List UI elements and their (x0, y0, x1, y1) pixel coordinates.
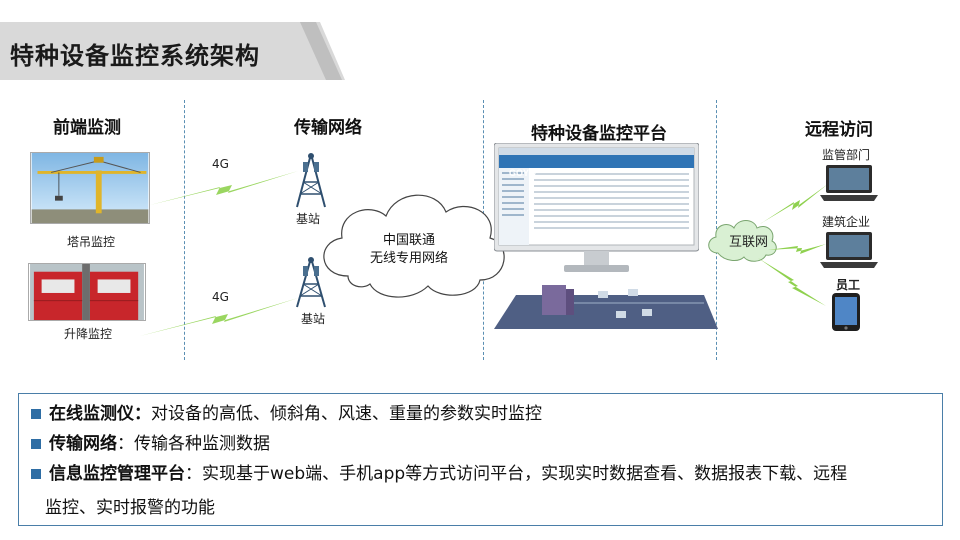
app-logo: GOYO (509, 168, 537, 178)
page-title: 特种设备监控系统架构 (10, 42, 260, 70)
network-cloud-icon (323, 194, 505, 298)
crane-monitor-label: 塔吊监控 (67, 235, 116, 249)
info-item-text: 对设备的高低、倾斜角、风速、重量的参数实时监控 (151, 404, 542, 424)
base-station-label: 基站 (296, 212, 321, 226)
info-item-text: 传输各种监测数据 (134, 434, 270, 454)
column-heading-frontend: 前端监测 (53, 118, 121, 138)
client-label-regulator: 监管部门 (822, 148, 871, 162)
info-item-title: 传输网络 (49, 434, 117, 454)
signal-label-4g: 4G (212, 290, 229, 304)
internet-link-bolt (760, 184, 828, 224)
bullet-marker (31, 469, 41, 479)
tower-icon (296, 153, 326, 208)
wireless-signal-bolt (140, 298, 298, 336)
info-item-separator: ： (185, 464, 202, 484)
network-name: 无线专用网络 (369, 251, 448, 266)
client-label-enterprise: 建筑企业 (822, 215, 871, 229)
bullet-marker (31, 409, 41, 419)
client-label-staff: 员工 (836, 278, 861, 292)
internet-cloud-icon (708, 220, 777, 262)
info-item-text: 实现基于web端、手机app等方式访问平台，实现实时数据查看、数据报表下载、远程 (202, 464, 848, 484)
info-item: 传输网络：传输各种监测数据 (49, 429, 270, 454)
smartphone-icon (832, 293, 860, 331)
info-item-title: 在线监测仪 (49, 404, 134, 424)
info-item-separator: ： (134, 404, 151, 424)
column-heading-platform: 特种设备监控平台 (531, 124, 667, 144)
cloud-label: 中国联通 无线专用网络 (350, 232, 468, 268)
info-item-title: 信息监控管理平台 (49, 464, 185, 484)
info-item-continuation: 监控、实时报警的功能 (45, 498, 215, 518)
crane-photo (30, 152, 150, 224)
carrier-name: 中国联通 (382, 233, 435, 248)
internet-link-bolt (768, 244, 826, 254)
bullet-marker (31, 439, 41, 449)
divider-line (184, 100, 185, 360)
laptop-icon (820, 232, 878, 268)
internet-label: 互联网 (729, 235, 769, 250)
info-panel: 在线监测仪：对设备的高低、倾斜角、风速、重量的参数实时监控 传输网络：传输各种监… (18, 393, 943, 526)
laptop-icon (820, 165, 878, 201)
tower-icon (296, 257, 326, 308)
column-heading-remote: 远程访问 (805, 120, 873, 140)
wireless-signal-bolt (150, 171, 298, 205)
info-item-separator: ： (117, 434, 134, 454)
lift-photo (28, 263, 146, 321)
info-item: 信息监控管理平台：实现基于web端、手机app等方式访问平台，实现实时数据查看、… (49, 459, 847, 484)
info-item: 在线监测仪：对设备的高低、倾斜角、风速、重量的参数实时监控 (49, 399, 542, 424)
signal-label-4g: 4G (212, 157, 229, 171)
lift-monitor-label: 升降监控 (64, 327, 113, 341)
base-station-label: 基站 (301, 312, 326, 326)
server-room-icon (494, 285, 718, 329)
column-heading-network: 传输网络 (294, 118, 362, 138)
title-band (0, 22, 345, 80)
monitor-icon (494, 143, 699, 272)
internet-link-bolt (758, 258, 826, 306)
